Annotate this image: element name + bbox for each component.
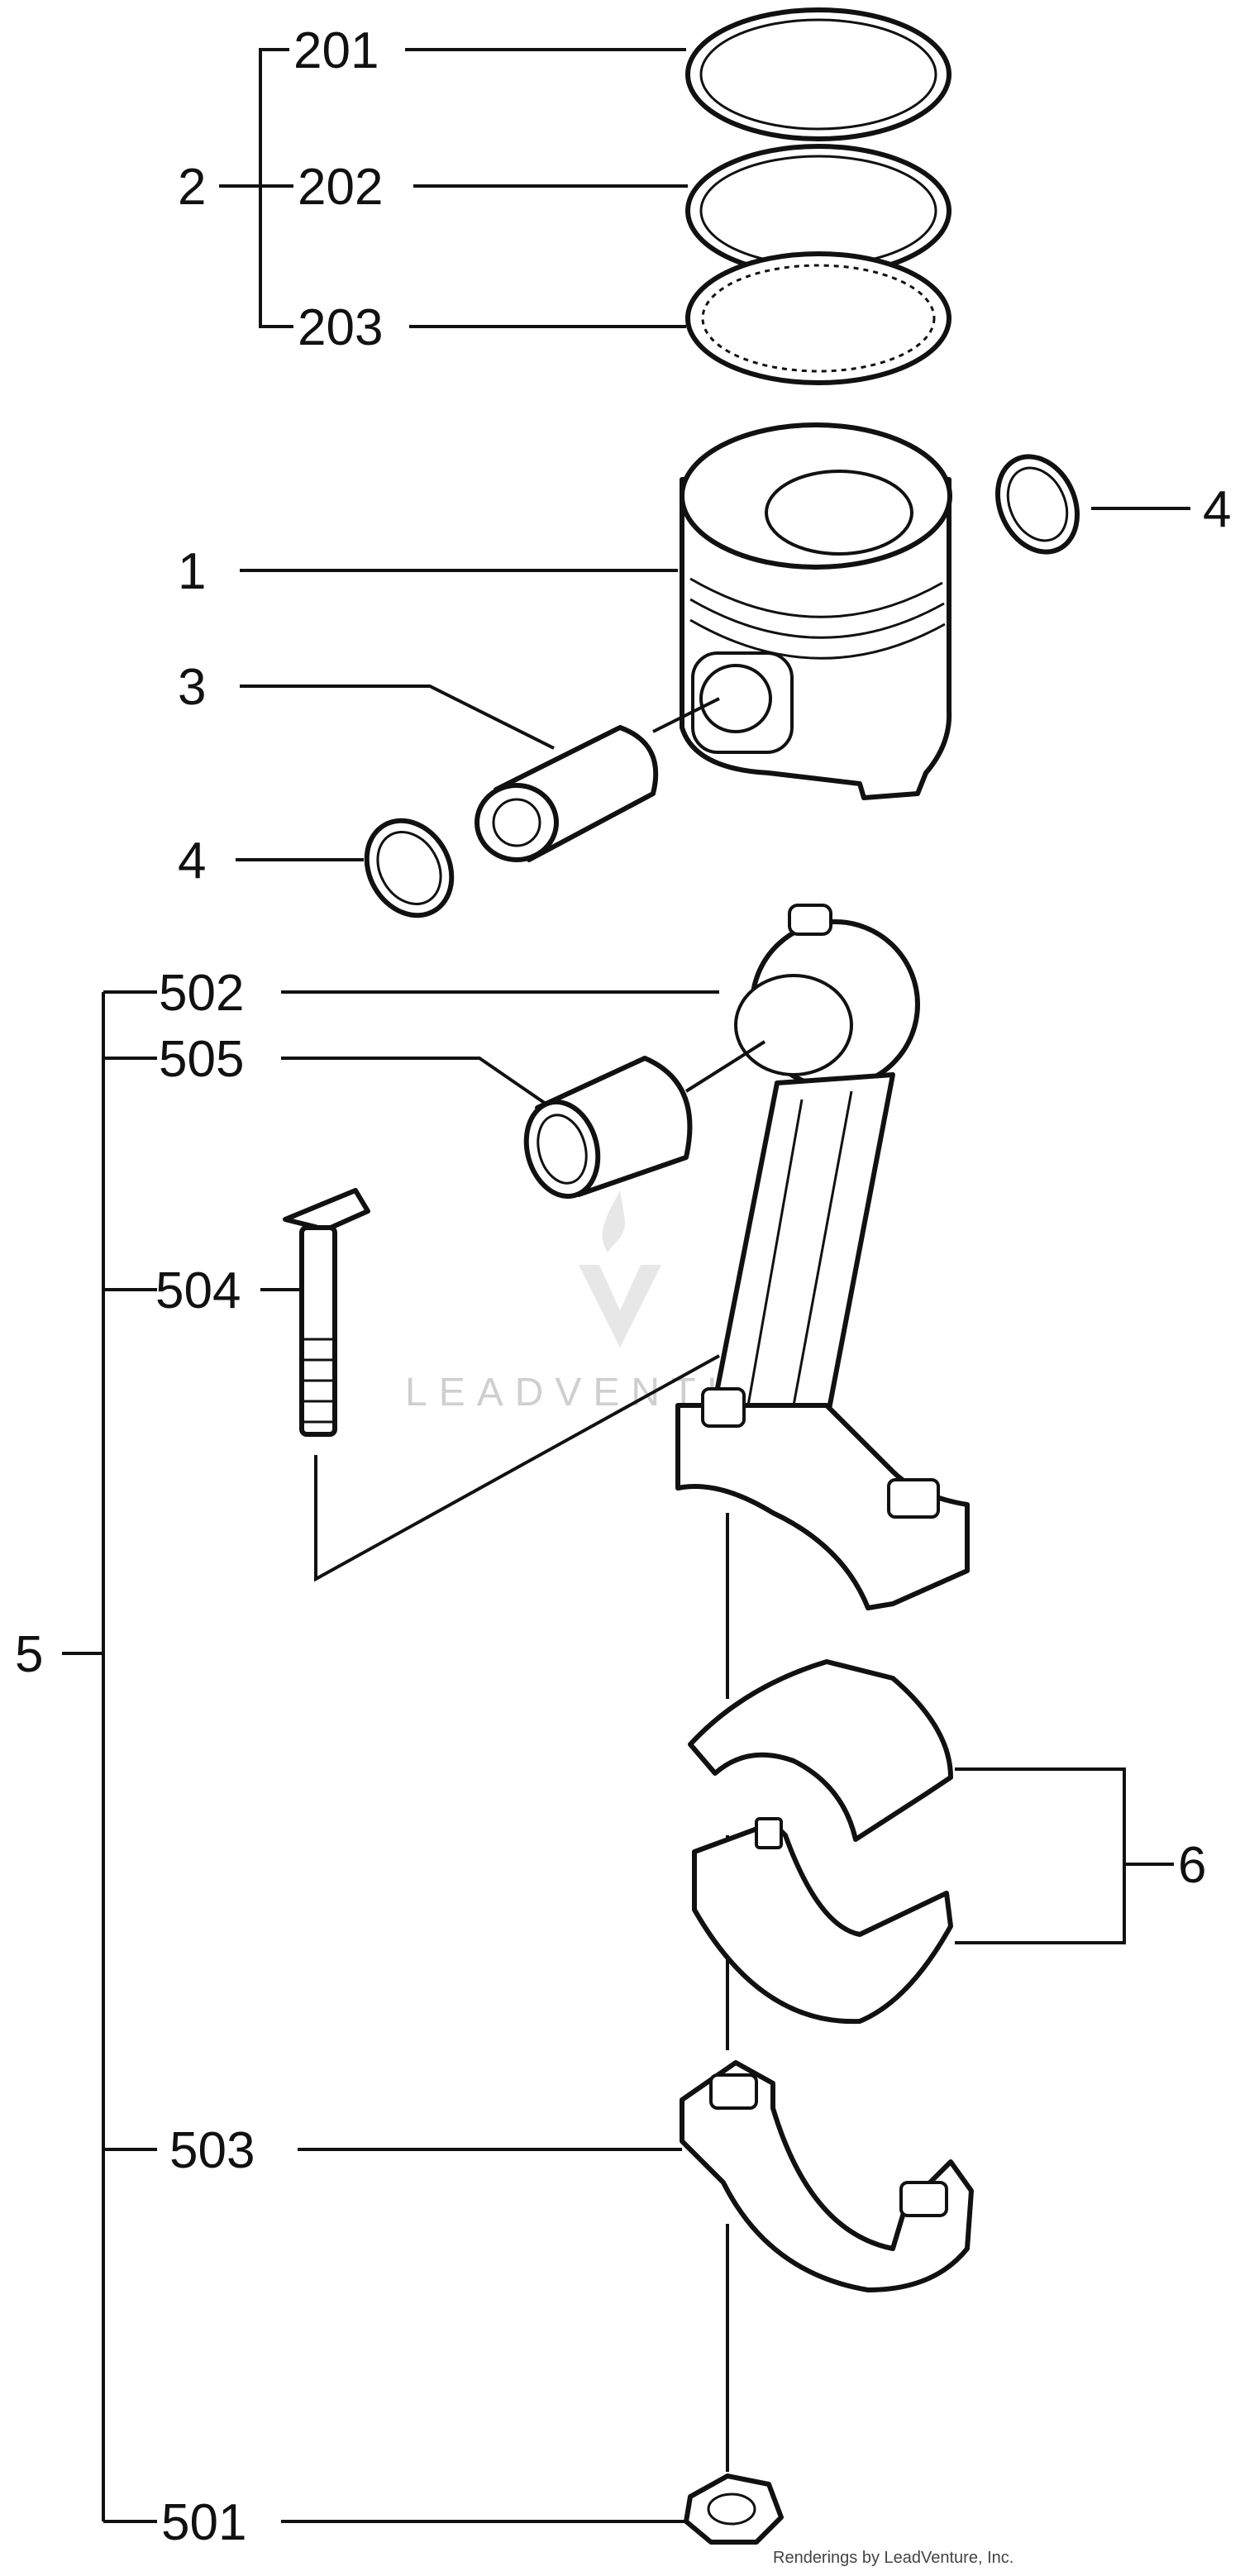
bearing-shell-lower[interactable] <box>692 1817 953 2025</box>
label-503: 503 <box>169 2122 255 2179</box>
label-201: 201 <box>293 22 379 79</box>
label-504: 504 <box>155 1262 241 1319</box>
label-6: 6 <box>1178 1837 1206 1894</box>
watermark-logo-icon <box>579 1190 661 1348</box>
piston-ring-203[interactable] <box>685 251 951 385</box>
label-2: 2 <box>178 159 206 216</box>
label-202: 202 <box>298 159 383 216</box>
rendering-credit: Renderings by LeadVenture, Inc. <box>773 2549 1013 2567</box>
circlip-top[interactable] <box>983 444 1092 565</box>
label-1: 1 <box>178 543 206 600</box>
connecting-rod-cap[interactable] <box>680 2060 974 2292</box>
label-4-top: 4 <box>1203 481 1231 538</box>
piston-pin[interactable] <box>475 725 659 862</box>
circlip-bottom[interactable] <box>350 805 468 931</box>
label-4-bottom: 4 <box>178 832 206 890</box>
label-5: 5 <box>15 1626 43 1683</box>
label-3: 3 <box>178 659 206 716</box>
bearing-shell-upper[interactable] <box>688 1659 953 1842</box>
piston-ring-201[interactable] <box>685 7 951 141</box>
label-501: 501 <box>161 2494 246 2551</box>
label-502: 502 <box>159 965 244 1022</box>
label-505: 505 <box>159 1031 244 1088</box>
piston-ring-202[interactable] <box>685 144 951 278</box>
small-end-bushing[interactable] <box>516 1056 693 1205</box>
connecting-rod-nut[interactable] <box>684 2473 784 2545</box>
connecting-rod[interactable] <box>675 904 970 1610</box>
label-203: 203 <box>298 299 383 356</box>
connecting-rod-bolt[interactable] <box>283 1188 370 1437</box>
piston[interactable] <box>680 422 952 800</box>
